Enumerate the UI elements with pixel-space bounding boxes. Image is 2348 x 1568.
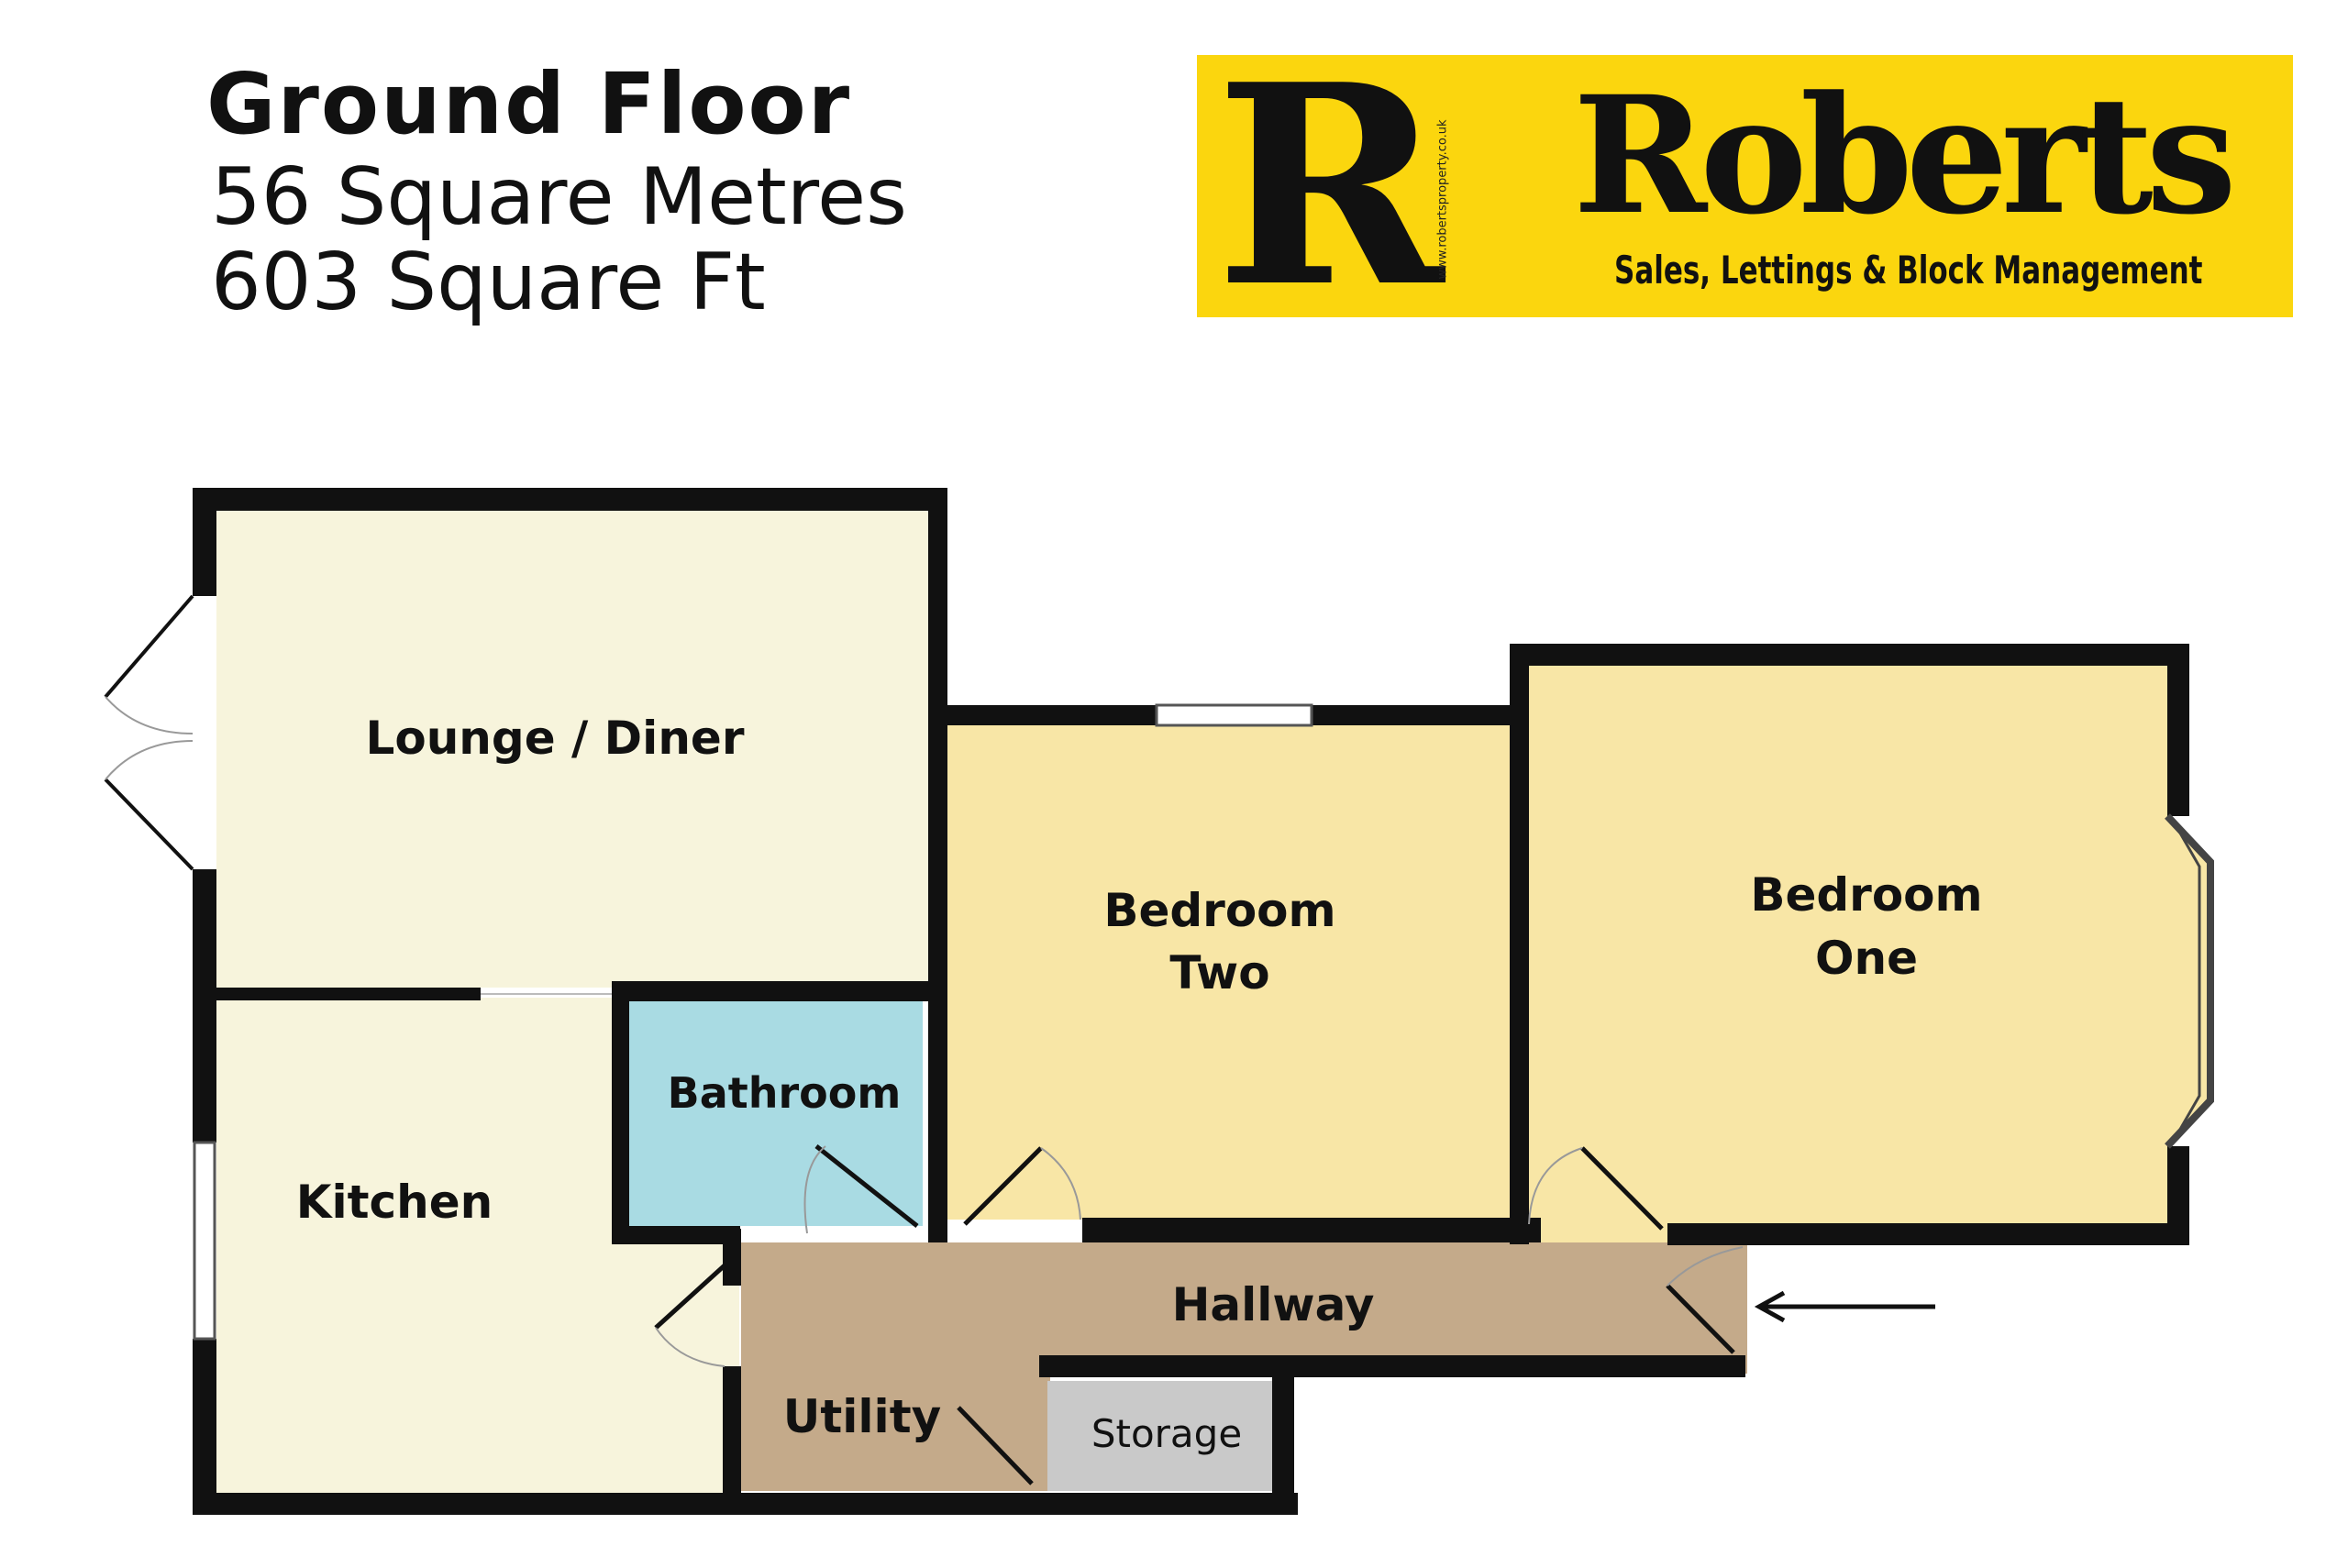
label-utility: Utility [783,1390,941,1443]
label-bedroom-two-line2: Two [1169,946,1269,999]
bedroom-two-floor [947,725,1510,1220]
door-front-swing [1667,1246,1744,1286]
label-bedroom-one-line2: One [1815,932,1918,985]
label-bathroom: Bathroom [668,1068,902,1118]
wall-segment [1272,1355,1294,1513]
door-bedroom-two-swing [1040,1147,1081,1220]
door-patio-swing-upper [105,696,194,734]
label-hallway: Hallway [1172,1278,1375,1331]
wall-segment [928,488,947,1242]
wall-segment [193,488,216,596]
wall-segment [1082,1218,1541,1242]
wall-segment [1039,1355,1745,1377]
door-bathroom-swing [803,1145,826,1234]
wall-segment [1510,644,1529,1244]
doors [104,594,1744,1485]
bedroom-one-floor [1529,666,2167,1245]
wall-segment [193,869,216,1143]
door-bathroom-leaf [814,1144,919,1228]
wall-segment [612,1226,740,1244]
wall-segment [216,988,481,1000]
arrow-left-icon [1754,1290,1935,1323]
label-storage: Storage [1091,1411,1242,1456]
wall-segment [193,488,947,511]
wall-segment [612,981,629,1244]
door-patio-leaf-lower [104,778,194,871]
door-front-leaf [1666,1284,1735,1354]
storage-floor [1047,1381,1272,1491]
logo-tagline: Sales, Lettings & Block Management [1614,248,2203,293]
bathroom-floor [629,1001,923,1226]
area-square-feet: 603 Square Ft [211,237,766,328]
label-bedroom-two-line1: Bedroom [1103,884,1335,937]
logo-company-name: Roberts [1573,61,2237,250]
arrow-head [1754,1290,1786,1323]
wall-segment [723,1366,741,1495]
label-kitchen: Kitchen [296,1176,493,1229]
door-kitchen-swing [655,1327,725,1367]
door-storage-leaf [957,1406,1034,1485]
door-bedroom-one-leaf [1580,1146,1664,1231]
label-bedroom-one-line1: Bedroom [1750,868,1982,922]
wall-segment [947,705,1157,725]
wall-segment [612,981,929,1001]
wall-segment [1312,705,1513,725]
logo-letter: R [1215,24,1444,348]
door-bedroom-one-swing [1528,1147,1583,1225]
roberts-logo: R www.robertsproperty.co.uk Roberts Sale… [1197,24,2293,348]
door-patio-swing-lower [105,740,194,780]
bedroom-one-bay [2167,816,2210,1146]
window-bedroom-two [1155,703,1313,727]
floor-title: Ground Floor [206,55,852,153]
wall-segment [1510,644,2180,666]
window-bedroom-one-bay [2165,813,2214,1149]
area-square-metres: 56 Square Metres [211,151,907,243]
label-lounge-diner: Lounge / Diner [366,712,745,765]
wall-segment [1667,1223,2189,1245]
door-patio-leaf-upper [104,594,194,699]
door-kitchen-leaf [654,1264,726,1330]
walls [193,488,2189,1515]
window-kitchen [193,1141,216,1341]
wall-segment [193,1339,216,1515]
window-bay-inner [2176,829,2201,1133]
windows [193,703,2214,1341]
wall-segment [2167,644,2189,816]
lounge-diner-floor [216,511,928,988]
door-bedroom-two-leaf [963,1146,1043,1226]
wall-segment [723,1229,741,1286]
wall-segment [193,1493,1298,1515]
